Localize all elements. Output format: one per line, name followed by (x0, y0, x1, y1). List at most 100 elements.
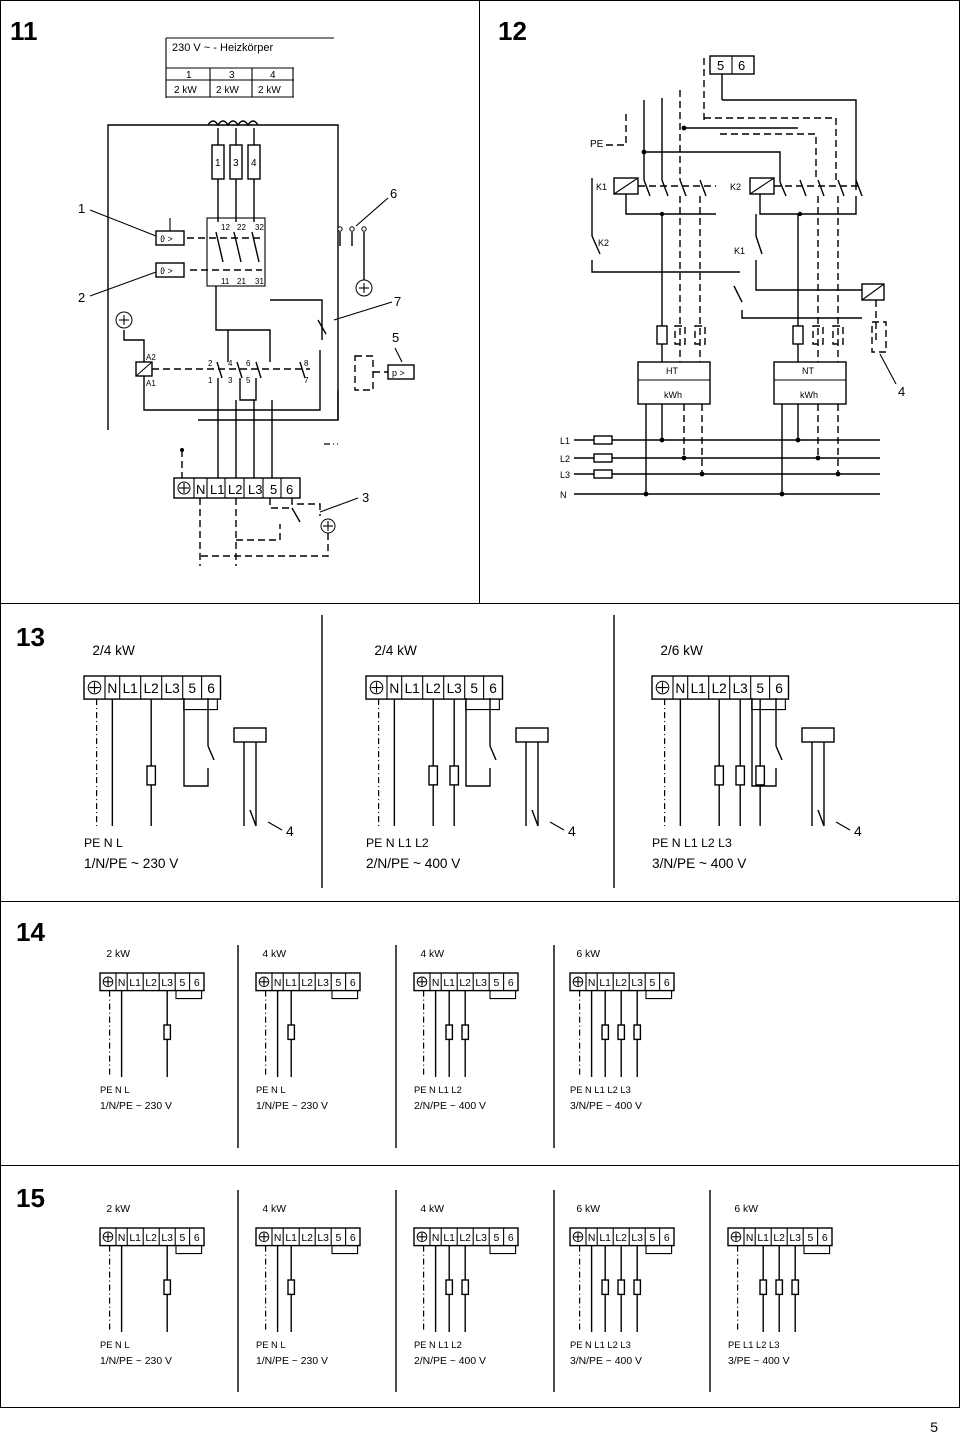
p15-terminal-3-5: 6 (664, 1233, 670, 1244)
p14-terminal-2-3: L3 (475, 978, 487, 989)
p14-power-3: 6 kW (576, 949, 600, 960)
p15-terminal-1-4: 5 (336, 1233, 342, 1244)
p13-relay-0 (233, 727, 267, 743)
table-cell-3: 2 kW (258, 85, 281, 96)
sw-7: 7 (304, 376, 309, 385)
heater-label-4: 4 (251, 158, 257, 169)
p15-terminal-3-3: L3 (631, 1233, 643, 1244)
p15-terminal-1-3: L3 (317, 1233, 329, 1244)
p13-terminal-2-0: N (675, 681, 685, 696)
meter-nt-unit: kWh (800, 390, 818, 400)
p15-link-56-2 (489, 1245, 517, 1255)
line-l1: L1 (560, 436, 570, 446)
p13-fuse-1-1 (449, 765, 460, 786)
p14-terminal-2-5: 6 (508, 978, 514, 989)
p15-terminal-2-2: L2 (459, 1233, 471, 1244)
p15-power-2: 4 kW (420, 1204, 444, 1215)
p13-terminal-1-4: 5 (470, 681, 478, 696)
line-l2: L2 (560, 454, 570, 464)
p14-link-56-0 (175, 990, 203, 1000)
callout-6: 6 (390, 186, 397, 201)
p15-terminal-4-1: L1 (757, 1233, 769, 1244)
p15-terminal-1-2: L2 (301, 1233, 313, 1244)
table-head-1: 1 (186, 70, 192, 81)
p15-conductors-0: PE N L (100, 1340, 130, 1350)
relay-k2: K2 (730, 182, 741, 192)
p14-terminal-2-0: N (432, 978, 440, 989)
callout-7: 7 (394, 294, 401, 309)
p13-terminal-block-2 (651, 675, 790, 700)
p15-terminal-1-0: N (274, 1233, 282, 1244)
terminal-n: N (196, 482, 205, 497)
coil-a2: A2 (146, 353, 156, 362)
terminal-5: 5 (270, 482, 277, 497)
callout-1: 1 (78, 201, 85, 216)
terminal-6: 6 (286, 482, 293, 497)
p13-callout-1: 4 (568, 823, 576, 839)
p14-fuse-2-0 (445, 1024, 454, 1041)
p14-terminal-0-1: L1 (129, 978, 141, 989)
p14-terminal-2-2: L2 (459, 978, 471, 989)
p14-terminal-1-2: L2 (301, 978, 313, 989)
meter-ht-tariff: HT (666, 366, 678, 376)
p13-fuse-2-2 (755, 765, 766, 786)
table-head-4: 4 (270, 70, 276, 81)
p15-fuse-3-0 (601, 1279, 610, 1296)
callout-5: 5 (392, 330, 399, 345)
diagram-12: 5 6 PE K1 K2 K2 K1 (560, 55, 905, 500)
p14-supply-1: 1/N/PE ~ 230 V (256, 1101, 328, 1112)
p15-terminal-4-4: 5 (808, 1233, 814, 1244)
top-terminal-5: 5 (717, 58, 724, 73)
line-l3: L3 (560, 470, 570, 480)
contact-11: 11 (221, 277, 230, 286)
p14-fuse-3-2 (633, 1024, 642, 1041)
p14-terminal-1-4: 5 (336, 978, 342, 989)
k2-contacts (779, 179, 863, 197)
p15-power-3: 6 kW (576, 1204, 600, 1215)
p14-terminal-3-5: 6 (664, 978, 670, 989)
p15-fuse-4-1 (775, 1279, 784, 1296)
heating-element-group: 1 3 4 (211, 128, 261, 222)
p13-link-56-1 (465, 699, 500, 711)
p13-power-1: 2/4 kW (374, 643, 417, 658)
p13-link-56-0 (183, 699, 218, 711)
p14-terminal-2-1: L1 (443, 978, 455, 989)
sw-3: 3 (228, 376, 233, 385)
p15-terminal-2-5: 6 (508, 1233, 514, 1244)
sw-4: 4 (228, 359, 233, 368)
p13-conductors-2: PE N L1 L2 L3 (652, 836, 732, 850)
meter-nt: NT kWh (773, 361, 847, 405)
meter-ht: HT kWh (637, 361, 711, 405)
p15-fuse-4-2 (791, 1279, 800, 1296)
p15-terminal-0-3: L3 (161, 1233, 173, 1244)
relay-k1: K1 (596, 182, 607, 192)
p14-supply-0: 1/N/PE ~ 230 V (100, 1101, 172, 1112)
p13-terminal-1-2: L2 (426, 681, 441, 696)
p13-terminal-0-4: 5 (188, 681, 196, 696)
p15-terminal-0-0: N (118, 1233, 126, 1244)
p15-terminal-4-5: 6 (822, 1233, 828, 1244)
p15-power-1: 4 kW (262, 1204, 286, 1215)
p15-terminal-block-4 (727, 1227, 833, 1247)
p14-fuse-3-0 (601, 1024, 610, 1041)
p14-terminal-3-4: 5 (650, 978, 656, 989)
p13-switch-0 (249, 809, 257, 827)
supply-lines: L1 L2 L3 N (560, 435, 880, 500)
sw-8: 8 (304, 359, 309, 368)
p13-switch-1 (531, 809, 539, 827)
p15-conductors-1: PE N L (256, 1340, 286, 1350)
p15-terminal-block-0 (99, 1227, 205, 1247)
p14-power-0: 2 kW (106, 949, 130, 960)
callout-4: 4 (898, 384, 905, 399)
p15-power-4: 6 kW (734, 1204, 758, 1215)
p15-fuse-1-0 (287, 1279, 296, 1296)
p15-terminal-2-3: L3 (475, 1233, 487, 1244)
p14-terminal-block-0 (99, 972, 205, 992)
p15-link-56-3 (645, 1245, 673, 1255)
p14-power-1: 4 kW (262, 949, 286, 960)
top-terminal-6: 6 (738, 58, 745, 73)
contact-22: 22 (237, 223, 246, 232)
p14-fuse-2-1 (461, 1024, 470, 1041)
